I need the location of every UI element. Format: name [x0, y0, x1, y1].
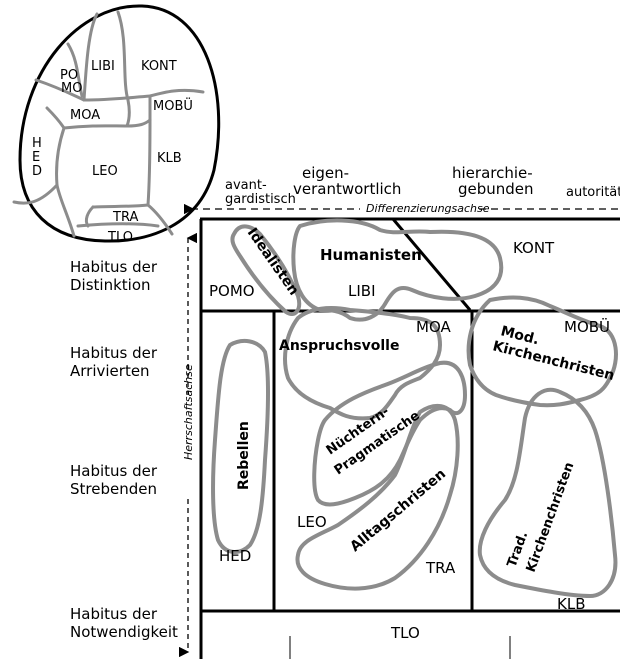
col-eigen-line1: eigen- [302, 164, 349, 182]
egg-label-h: H [32, 136, 42, 151]
milieu-codes: POMO LIBI KONT MOA MOBÜ LEO HED TRA KLB … [209, 239, 610, 642]
blob-moa-anspruchsvolle [283, 306, 442, 421]
domination-axis-label: Herrschaftsachse [182, 364, 195, 460]
group-rebellen: Rebellen [236, 421, 252, 490]
habitus-notwendigkeit-line2: Notwendigkeit [70, 623, 178, 641]
milieu-moa: MOA [416, 318, 451, 336]
egg-map: PO MO LIBI KONT MOA MOBÜ H E D LEO KLB T… [12, 4, 221, 245]
milieu-pomo: POMO [209, 282, 255, 300]
egg-label-kont: KONT [141, 59, 177, 74]
blob-rebellen [211, 338, 271, 554]
domination-axis: Herrschaftsachse [178, 232, 198, 658]
milieu-mobue: MOBÜ [564, 317, 610, 336]
milieu-klb: KLB [557, 595, 585, 613]
blob-idealisten [230, 224, 302, 316]
habitus-labels: Habitus der Distinktion Habitus der Arri… [70, 258, 178, 641]
group-alltagschristen: Alltagschristen [347, 466, 449, 555]
egg-label-moa: MOA [70, 108, 100, 123]
blob-humanisten [291, 218, 504, 322]
egg-label-po: PO [60, 68, 78, 83]
milieu-kont: KONT [513, 239, 555, 257]
group-humanisten: Humanisten [320, 246, 422, 264]
egg-label-mo: MO [61, 81, 82, 96]
group-trad-line2: Kirchenchristen [524, 460, 578, 574]
egg-label-leo: LEO [92, 164, 118, 179]
habitus-arrivierten-line1: Habitus der [70, 344, 158, 362]
blob-alltagschristen [295, 403, 460, 591]
egg-label-tra: TRA [112, 210, 138, 225]
habitus-arrivierten-line2: Arrivierten [70, 362, 150, 380]
egg-label-mobue: MOBÜ [153, 97, 193, 114]
blob-trad-kirchenchristen [477, 387, 618, 598]
egg-outline [18, 4, 221, 243]
egg-label-tlo: TLO [107, 230, 133, 245]
group-mod-line2: Kirchenchristen [491, 338, 616, 384]
milieu-tlo: TLO [390, 624, 420, 642]
col-hier-line1: hierarchie- [452, 164, 533, 182]
milieu-grid [199, 217, 620, 659]
col-hier-line2: gebunden [458, 180, 534, 198]
habitus-distinktion-line1: Habitus der [70, 258, 158, 276]
egg-label-e: E [32, 150, 40, 165]
habitus-notwendigkeit-line1: Habitus der [70, 605, 158, 623]
habitus-strebenden-line1: Habitus der [70, 462, 158, 480]
column-headers: avant- gardistisch eigen- verantwortlich… [225, 164, 620, 207]
egg-label-d: D [32, 164, 42, 179]
milieu-blobs [211, 218, 618, 598]
habitus-distinktion-line2: Distinktion [70, 276, 151, 294]
milieu-libi: LIBI [348, 282, 376, 300]
egg-label-klb: KLB [157, 151, 182, 166]
habitus-strebenden-line2: Strebenden [70, 480, 157, 498]
milieu-hed: HED [219, 547, 251, 565]
milieu-tra: TRA [425, 559, 456, 577]
col-autoritaet: autorität [566, 185, 620, 200]
blob-nuechtern-pragmatische [312, 360, 467, 507]
col-avant-line2: gardistisch [225, 192, 296, 207]
egg-borders [12, 10, 205, 238]
group-labels: Idealisten Humanisten Anspruchsvolle Mod… [236, 225, 616, 574]
group-anspruchsvolle: Anspruchsvolle [279, 338, 399, 354]
milieu-leo: LEO [297, 513, 327, 531]
differentiation-axis-label: Differenzierungsachse [366, 202, 490, 215]
egg-label-libi: LIBI [91, 59, 115, 74]
col-eigen-line2: verantwortlich [293, 180, 401, 198]
blob-mod-kirchenchristen [466, 295, 618, 408]
differentiation-axis: Differenzierungsachse [183, 200, 618, 216]
col-avant-line1: avant- [225, 178, 267, 193]
